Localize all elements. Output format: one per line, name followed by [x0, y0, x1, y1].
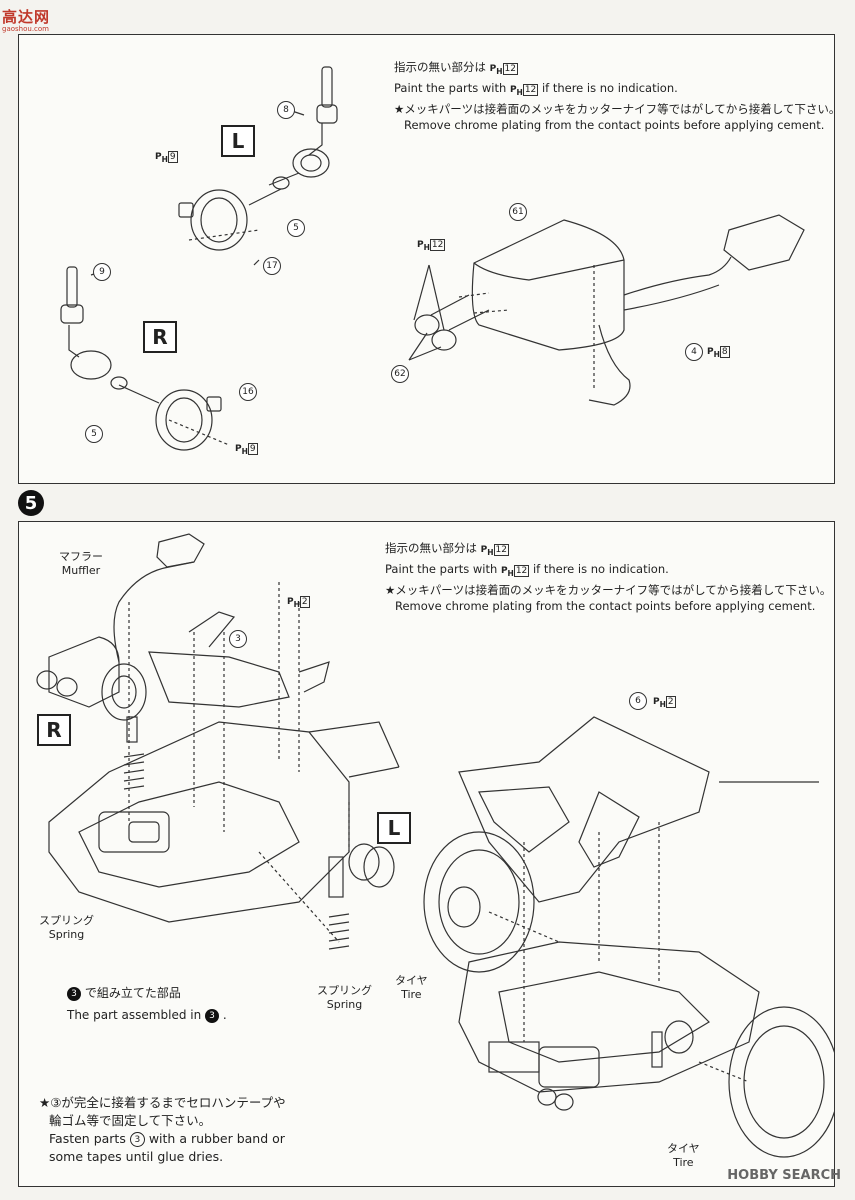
step5-note-jp2: ★メッキパーツは接着面のメッキをカッターナイフ等ではがしてから接着して下さい。 — [385, 582, 832, 597]
fasten-note-jp2: 輪ゴム等で固定して下さい。 — [49, 1113, 212, 1128]
muffler-label: マフラー Muffler — [59, 550, 103, 578]
top-note-jp1: 指示の無い部分は — [394, 60, 486, 74]
ph-paint-code-icon: PH — [155, 152, 168, 164]
part-number-3: 3 — [229, 630, 247, 648]
step5-note-en2: Remove chrome plating from the contact p… — [395, 598, 816, 613]
left-side-label: L — [377, 812, 411, 844]
part-number-62: 62 — [391, 365, 409, 383]
tire-label-left: タイヤ Tire — [395, 974, 428, 1002]
ph-paint-code-icon: PH — [500, 565, 514, 578]
ph-paint-code-icon: PH — [235, 444, 248, 456]
site-logo-sub: gaoshou.com — [2, 25, 49, 33]
assembled-part-jp: で組み立てた部品 — [84, 986, 181, 1000]
step5-note-en1-post: if there is no indication. — [532, 561, 669, 576]
ph-code-box: 12 — [502, 63, 518, 75]
spring-label-left-jp: スプリング — [39, 914, 94, 927]
spring-label-right-en: Spring — [326, 998, 363, 1011]
part-number-5: 5 — [85, 425, 103, 443]
part-number-16: 16 — [239, 383, 257, 401]
muffler-label-jp: マフラー — [59, 550, 103, 563]
ph-paint-code-icon: PH — [489, 64, 503, 76]
top-panel-drawing — [60, 66, 805, 451]
step-ref-badge: 3 — [67, 986, 81, 1001]
tire-label-left-en: Tire — [401, 988, 422, 1001]
part-number-5: 5 — [287, 219, 305, 237]
ph-paint-code-icon: PH — [509, 84, 523, 97]
tire-label-right-en: Tire — [673, 1156, 694, 1169]
ph-code-box: 12 — [429, 239, 446, 251]
part-ref-badge: 3 — [129, 1132, 145, 1147]
right-side-label: R — [143, 321, 177, 353]
ph-code-box: 9 — [167, 151, 178, 163]
fasten-note-en2: some tapes until glue dries. — [49, 1149, 224, 1164]
ph-code-box: 12 — [513, 564, 530, 577]
ph-paint-code-icon: PH — [707, 347, 720, 359]
top-note-en1-post: if there is no indication. — [541, 80, 678, 95]
spring-label-left-en: Spring — [48, 928, 85, 941]
hobby-search-watermark: HOBBY SEARCH — [727, 1168, 841, 1183]
spring-label-right-jp: スプリング — [317, 984, 372, 997]
fasten-note: ★③が完全に接着するまでセロハンテープや 輪ゴム等で固定して下さい。 Faste… — [39, 1094, 286, 1166]
ph-code-box: 12 — [493, 544, 509, 556]
fasten-note-en1-pre: Fasten parts — [49, 1131, 126, 1146]
ph-code-box: 9 — [247, 443, 258, 455]
ph-code-box: 2 — [665, 696, 676, 708]
tire-label-right-jp: タイヤ — [667, 1142, 700, 1155]
part-number-8: 8 — [277, 101, 295, 119]
step-ref-badge: 3 — [205, 1008, 220, 1023]
ph-code-box: 12 — [522, 83, 539, 96]
part-number-4: 4 — [685, 343, 703, 361]
left-side-label: L — [221, 125, 255, 157]
part-number-6: 6 — [629, 692, 647, 710]
step5-note-en1-pre: Paint the parts with — [385, 561, 498, 576]
ph-paint-code-icon: PH — [480, 545, 494, 557]
part-number-17: 17 — [263, 257, 281, 275]
assembled-part-note: 3 で組み立てた部品 The part assembled in 3 . — [67, 986, 227, 1023]
top-note-en2: Remove chrome plating from the contact p… — [404, 117, 825, 132]
spring-label-right: スプリング Spring — [317, 984, 372, 1012]
ph-paint-code-icon: PH — [287, 597, 300, 609]
ph-paint-code-icon: PH — [417, 240, 430, 252]
assembled-part-en: The part assembled in — [67, 1008, 202, 1022]
site-logo: 高达网 gaoshou.com — [2, 6, 72, 33]
part-number-61: 61 — [509, 203, 527, 221]
ph-paint-code-icon: PH — [653, 697, 666, 709]
muffler-label-en: Muffler — [61, 564, 101, 577]
ph-code-box: 8 — [719, 346, 730, 358]
fasten-note-en1-post: with a rubber band or — [148, 1131, 285, 1146]
tire-label-left-jp: タイヤ — [395, 974, 428, 987]
part-number-9: 9 — [93, 263, 111, 281]
top-note-jp2: ★メッキパーツは接着面のメッキをカッターナイフ等ではがしてから接着して下さい。 — [394, 101, 841, 116]
fasten-note-jp1: ★③が完全に接着するまでセロハンテープや — [39, 1095, 286, 1110]
spring-label-left: スプリング Spring — [39, 914, 94, 942]
step5-drawing — [36, 533, 834, 1158]
top-note-en1-pre: Paint the parts with — [394, 80, 507, 95]
right-side-label: R — [37, 714, 71, 746]
ph-code-box: 2 — [299, 596, 310, 608]
site-logo-text: 高达网 — [2, 8, 51, 26]
tire-label-right: タイヤ Tire — [667, 1142, 700, 1170]
step5-note-jp1: 指示の無い部分は — [385, 541, 477, 555]
step-number-badge: 5 — [18, 490, 44, 516]
